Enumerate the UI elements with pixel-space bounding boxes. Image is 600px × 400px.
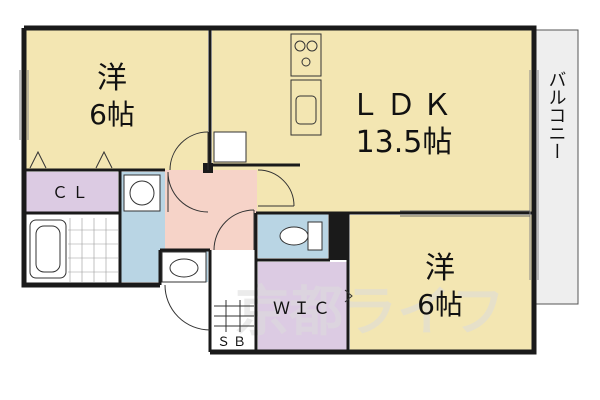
walls	[21, 25, 537, 355]
balcony-floor	[533, 29, 579, 305]
toilet-icon	[279, 221, 323, 251]
walk-in-closet-label: ＷＩＣ	[273, 299, 333, 319]
entry-hall-floor	[165, 170, 257, 250]
western-room-1-type: 洋	[97, 61, 127, 96]
walk-in-closet-floor	[258, 262, 348, 350]
refrigerator-space	[213, 131, 247, 163]
washing-machine-icon	[123, 174, 161, 212]
closet-label: ＣＬ	[52, 183, 92, 202]
shoe-box-shelves	[214, 300, 254, 332]
genkan-floor	[210, 250, 256, 350]
window-left	[19, 70, 29, 140]
bathroom-tiles	[68, 218, 118, 282]
watermark: 京都ライフ	[235, 280, 505, 343]
wash-basin-icon	[161, 251, 207, 283]
western-room-2-size: 6帖	[417, 288, 463, 321]
ldk-size: 13.5帖	[356, 125, 453, 160]
bathtub-icon	[29, 219, 67, 279]
western-room-2-type: 洋	[425, 251, 455, 286]
sliding-door-ldk-room2	[400, 210, 530, 217]
closet-floor	[26, 172, 118, 212]
sink-icon	[290, 79, 322, 136]
closet-door-markers	[29, 150, 353, 303]
stove-icon	[290, 33, 322, 77]
ldk-type: ＬＤＫ	[350, 88, 458, 123]
balcony-door	[529, 70, 539, 280]
western-room-2-floor	[350, 215, 532, 350]
western-room-1-size: 6帖	[89, 98, 135, 131]
balcony-label: バルコニー	[546, 70, 567, 160]
door-swings	[164, 131, 295, 331]
shoe-box-label: ＳＢ	[217, 335, 249, 350]
pillar	[330, 213, 348, 260]
ldk-floor	[212, 30, 532, 213]
